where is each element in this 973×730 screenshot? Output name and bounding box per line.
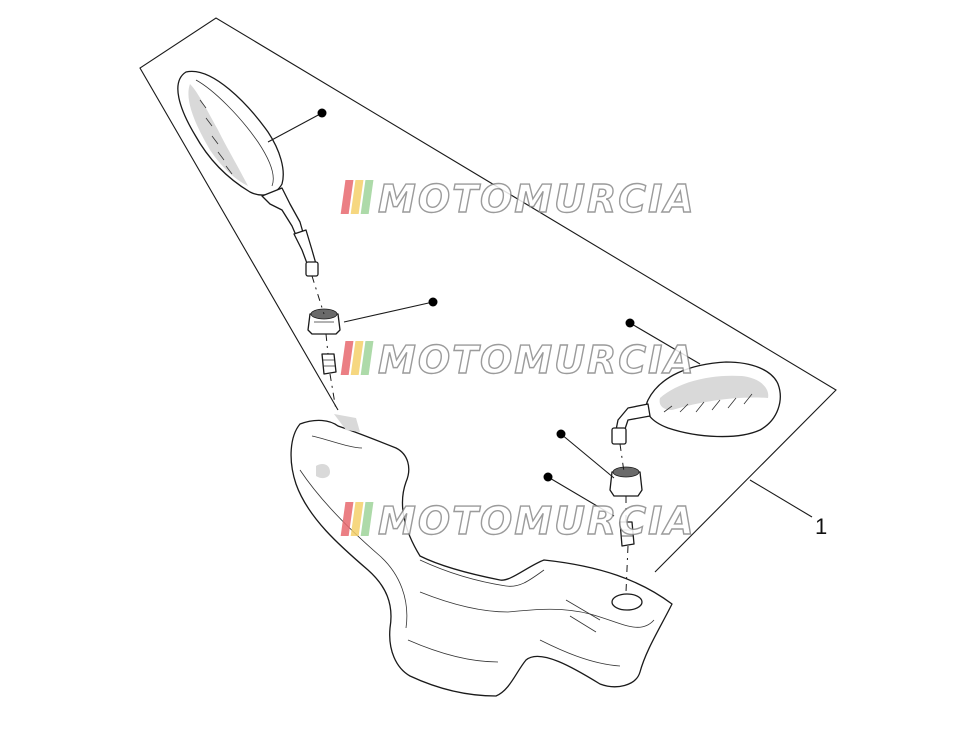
left-mirror-nut[interactable] xyxy=(307,308,341,335)
right-mirror-adapter[interactable] xyxy=(619,521,635,547)
watermark-text: MOTOMURCIA xyxy=(378,177,696,221)
callout-dot xyxy=(317,108,327,118)
watermark-text: MOTOMURCIA xyxy=(378,338,696,382)
callout-dot xyxy=(543,472,553,482)
left-mirror[interactable] xyxy=(177,70,319,277)
callout-dot xyxy=(625,318,635,328)
right-mirror[interactable] xyxy=(611,361,781,445)
watermark-text: MOTOMURCIA xyxy=(378,499,696,543)
assembly-outline xyxy=(139,17,837,573)
callout-dot xyxy=(428,297,438,307)
callout-dot xyxy=(556,429,566,439)
watermark-logo: MOTOMURCIA xyxy=(340,337,696,383)
handlebar-cover[interactable] xyxy=(290,414,673,697)
watermark: MOTOMURCIA MOTOMURCIA MOTOMURCIA xyxy=(340,176,696,544)
watermark-logo: MOTOMURCIA xyxy=(340,176,696,222)
assembly-axis-lines xyxy=(311,275,629,593)
leader-lines xyxy=(267,112,701,517)
left-mirror-adapter[interactable] xyxy=(321,353,337,375)
right-mirror-nut[interactable] xyxy=(609,466,643,497)
part-number-label: 1 xyxy=(815,514,827,539)
callout-dots xyxy=(317,108,635,482)
watermark-logo: MOTOMURCIA xyxy=(340,498,696,544)
